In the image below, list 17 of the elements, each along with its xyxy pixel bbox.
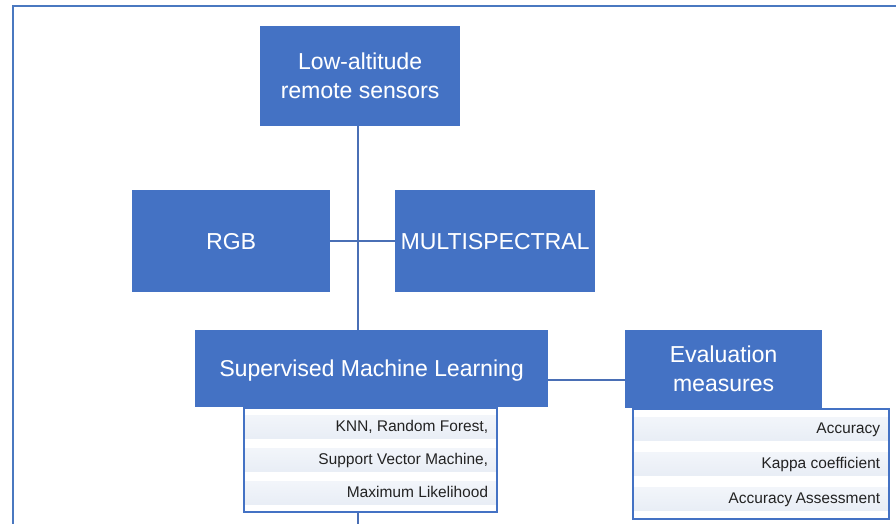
list-item: Maximum Likelihood	[245, 480, 496, 505]
connector-line	[330, 240, 395, 242]
list-box	[243, 407, 498, 513]
process-box: MULTISPECTRAL	[395, 190, 595, 292]
list-box	[632, 408, 890, 520]
list-item: Accuracy Assessment	[634, 486, 888, 511]
process-box: Low-altitude remote sensors	[260, 26, 460, 126]
process-box: RGB	[132, 190, 330, 292]
list-item: Support Vector Machine,	[245, 448, 496, 472]
list-item: Accuracy	[634, 417, 888, 442]
process-box: Supervised Machine Learning	[195, 330, 548, 407]
list-item: KNN, Random Forest,	[245, 415, 496, 440]
process-box: Evaluation measures	[625, 330, 822, 408]
connector-line	[357, 126, 359, 330]
connector-line	[357, 513, 359, 524]
connector-line	[548, 379, 625, 381]
list-item: Kappa coefficient	[634, 452, 888, 476]
